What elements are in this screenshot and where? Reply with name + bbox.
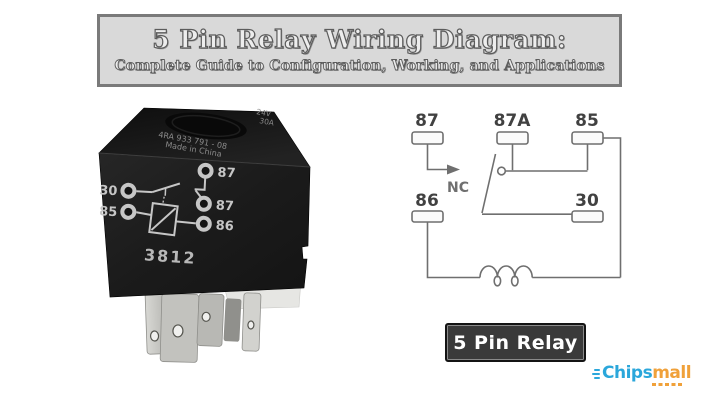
relay-schematic-pin-87-mid [195,195,212,212]
relay-schematic-link [162,196,165,204]
relay-face-label-86: 86 [215,218,234,234]
relay-face-label-85: 85 [99,204,118,220]
nc-label: NC [447,180,469,196]
relay-pin-blades [144,289,262,363]
logo-text-mall: mall [652,363,692,383]
diagram-label-86: 86 [415,191,439,211]
relay-photo: 24V 30A 4RA 933 791 - 08 Made in China [98,107,311,363]
title-banner: 5 Pin Relay Wiring Diagram: Complete Gui… [97,14,622,87]
wiring-diagram: 87 87A 85 86 30 [411,111,622,287]
relay-face-label-30: 30 [99,183,118,199]
switch-armature [481,153,497,214]
relay-schematic-pin-87-top [197,162,214,179]
relay-pin-blade [223,298,242,342]
wire-86 [426,222,480,279]
banner-subtitle: Complete Guide to Configuration, Working… [114,57,605,74]
relay-marking-voltage: 24V [256,107,273,119]
relay-schematic-pin-86 [195,215,212,232]
terminal-86 [411,210,444,223]
relay-face-label-87-top: 87 [217,165,236,181]
wire-coil-to-85 [532,137,622,279]
relay-schematic: 30 85 87 87 86 3812 [99,162,236,268]
relay-schematic-pin-85 [120,203,137,220]
coil-loop [510,275,519,287]
relay-top-stamp [165,112,247,140]
relay-face-code: 3812 [143,245,197,268]
wire-87 [426,144,447,171]
relay-face-label-87-mid: 87 [215,198,234,214]
diagram-label-85: 85 [575,111,599,131]
relay-schematic-coil-diagonal [150,207,177,231]
diagram-label-30: 30 [575,191,599,211]
logo-text-chips: Chips [602,363,653,383]
relay-caption-box: 5 Pin Relay [445,323,586,362]
relay-pin-blade [241,292,262,352]
relay-caption-label: 5 Pin Relay [453,331,578,354]
diagram-label-87: 87 [415,111,439,131]
relay-schematic-wire [136,211,152,217]
relay-marking-current: 30A [259,116,276,128]
logo-underline-dashes [652,383,685,386]
relay-schematic-coil-box [148,201,179,237]
relay-edge-highlight [98,152,311,168]
coil-icon [479,265,533,278]
relay-pin-blade [196,293,225,347]
terminal-87 [411,131,444,145]
logo-mall-wrap: mall [652,363,692,386]
terminal-30 [571,210,604,223]
relay-schematic-contact [194,177,207,191]
terminal-85 [571,131,604,145]
relay-schematic-wire [136,190,153,194]
pivot-circle [496,166,507,176]
diagram-label-87a: 87A [494,111,532,131]
terminal-87a [496,131,529,145]
relay-pin-blade [159,293,200,363]
logo-bars-icon [592,369,600,379]
banner-title: 5 Pin Relay Wiring Diagram: [152,24,567,54]
relay-schematic-contact-drop [194,189,202,199]
relay-schematic-pin-30 [120,182,137,199]
relay-schematic-wire [175,220,196,225]
nc-arrow-icon [447,164,460,175]
coil-loop [493,275,502,287]
